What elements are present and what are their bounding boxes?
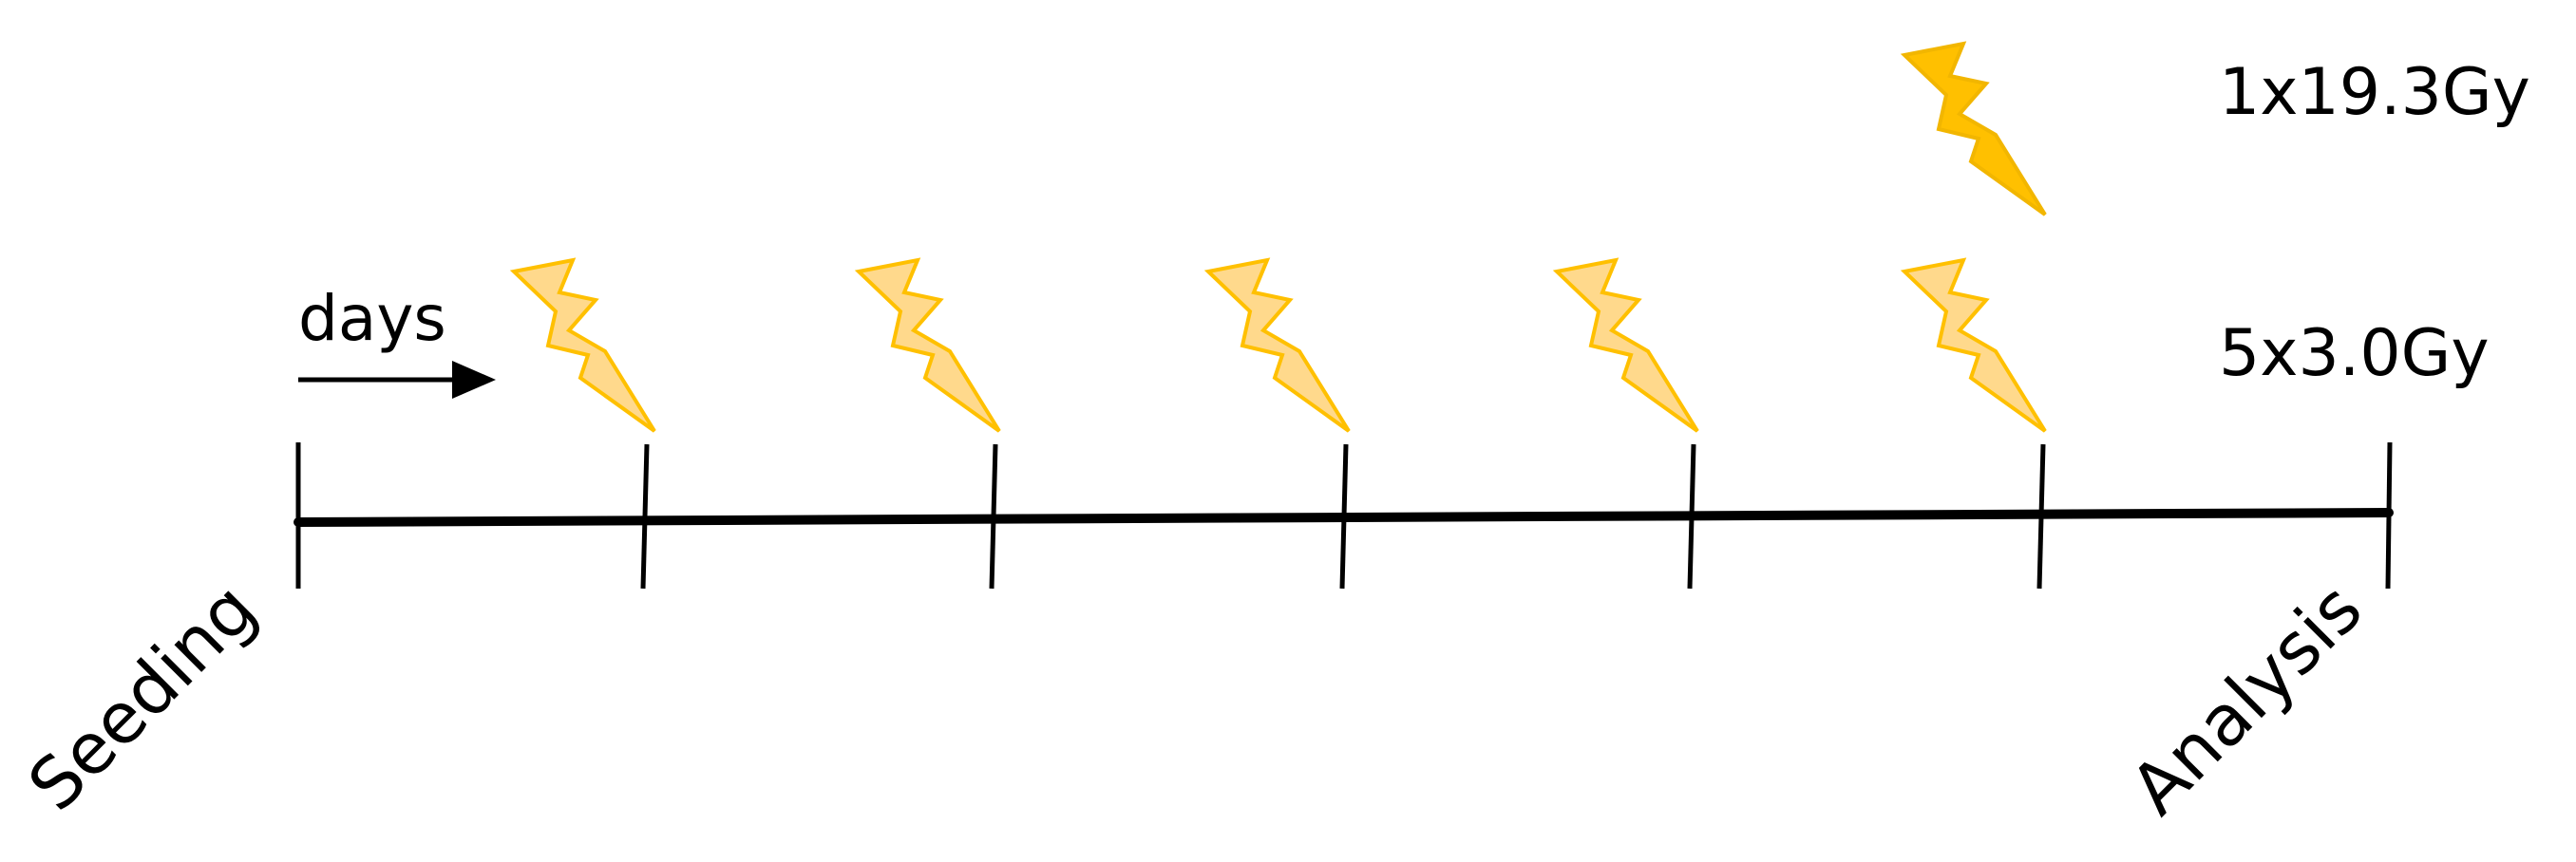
fraction-bolts — [512, 258, 2047, 433]
tick-analysis — [2385, 441, 2393, 590]
tick-3 — [1339, 443, 1349, 590]
tick-1 — [640, 443, 650, 590]
lightning-bolt-icon — [857, 258, 1001, 433]
lightning-bolt-icon — [1206, 258, 1351, 433]
lightning-bolt-icon — [1903, 42, 2047, 216]
label-fractionated-dose: 5x3.0Gy — [2219, 316, 2490, 391]
lightning-bolt-icon — [1903, 258, 2047, 433]
arrow-right-icon — [298, 361, 496, 399]
lightning-bolt-icon — [1555, 258, 1699, 433]
tick-4 — [1687, 443, 1696, 590]
label-seeding: Seeding — [13, 568, 273, 827]
label-analysis: Analysis — [2115, 568, 2377, 830]
timeline-ticks — [295, 441, 2393, 590]
label-single-dose: 1x19.3Gy — [2219, 55, 2530, 130]
tick-5 — [2036, 443, 2046, 590]
tick-2 — [989, 443, 998, 590]
axis-label-days: days — [298, 282, 446, 355]
lightning-bolt-icon — [512, 258, 656, 433]
